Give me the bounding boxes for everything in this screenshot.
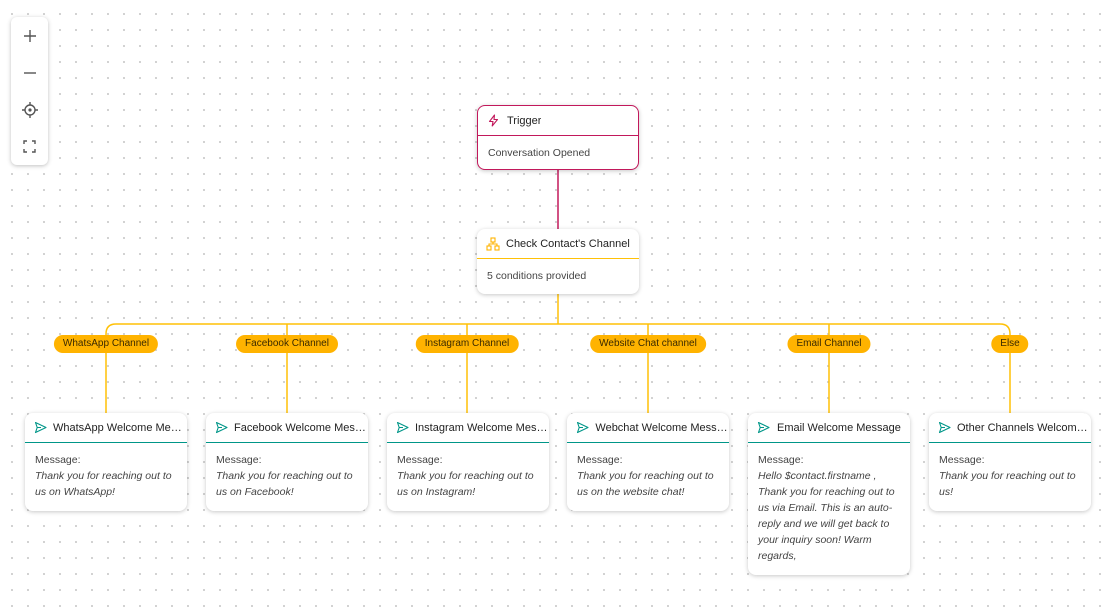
message-text: Thank you for reaching out to us! (939, 470, 1076, 498)
message-text: Thank you for reaching out to us on the … (577, 470, 714, 498)
flow-controls (11, 17, 48, 165)
trigger-body: Conversation Opened (488, 147, 591, 159)
plus-icon (23, 29, 36, 42)
zoom-in-button[interactable] (11, 17, 48, 54)
message-node-body: Message: Thank you for reaching out to u… (567, 443, 729, 509)
message-node-header: Facebook Welcome Message (206, 413, 368, 443)
message-label: Message: (939, 454, 985, 466)
message-node-body: Message: Hello $contact.firstname , Than… (748, 443, 910, 573)
message-node-header: Email Welcome Message (748, 413, 910, 443)
zoom-out-button[interactable] (11, 54, 48, 91)
message-label: Message: (577, 454, 623, 466)
message-text: Hello $contact.firstname , Thank you for… (758, 470, 895, 562)
branch-bus-edge (105, 323, 1011, 413)
trigger-title: Trigger (507, 114, 542, 127)
center-view-button[interactable] (11, 91, 48, 128)
fullscreen-icon (23, 140, 36, 153)
send-icon (396, 421, 409, 435)
email-message-node[interactable]: Email Welcome Message Message: Hello $co… (748, 413, 910, 575)
trigger-node-header: Trigger (478, 106, 638, 136)
message-node-title: Facebook Welcome Message (234, 421, 368, 434)
send-icon (576, 421, 589, 435)
message-label: Message: (397, 454, 443, 466)
other-channels-message-node[interactable]: Other Channels Welcome Message Message: … (929, 413, 1091, 511)
branch-label-facebook[interactable]: Facebook Channel (236, 335, 338, 353)
webchat-message-node[interactable]: Webchat Welcome Message Message: Thank y… (567, 413, 729, 511)
message-node-header: Instagram Welcome Message (387, 413, 549, 443)
message-node-header: Other Channels Welcome Message (929, 413, 1091, 443)
message-text: Thank you for reaching out to us on What… (35, 470, 172, 498)
message-node-title: WhatsApp Welcome Message (53, 421, 187, 434)
message-node-header: Webchat Welcome Message (567, 413, 729, 443)
branch-label-email[interactable]: Email Channel (787, 335, 871, 353)
crosshair-icon (21, 101, 38, 118)
fit-view-button[interactable] (11, 128, 48, 165)
message-node-header: WhatsApp Welcome Message (25, 413, 187, 443)
instagram-message-node[interactable]: Instagram Welcome Message Message: Thank… (387, 413, 549, 511)
message-node-title: Email Welcome Message (777, 421, 901, 434)
message-node-body: Message: Thank you for reaching out to u… (25, 443, 187, 509)
trigger-node[interactable]: Trigger Conversation Opened (477, 105, 639, 170)
facebook-message-node[interactable]: Facebook Welcome Message Message: Thank … (206, 413, 368, 511)
message-node-title: Instagram Welcome Message (415, 421, 549, 434)
message-node-title: Other Channels Welcome Message (957, 421, 1091, 434)
send-icon (34, 421, 47, 435)
condition-title: Check Contact's Channel (506, 237, 630, 250)
branch-icon (486, 236, 500, 251)
minus-icon (23, 71, 36, 74)
branch-label-website-chat[interactable]: Website Chat channel (590, 335, 706, 353)
whatsapp-message-node[interactable]: WhatsApp Welcome Message Message: Thank … (25, 413, 187, 511)
lightning-icon (487, 114, 501, 128)
message-text: Thank you for reaching out to us on Face… (216, 470, 353, 498)
send-icon (938, 421, 951, 435)
condition-body: 5 conditions provided (487, 270, 587, 282)
message-node-title: Webchat Welcome Message (595, 421, 729, 434)
message-node-body: Message: Thank you for reaching out to u… (929, 443, 1091, 509)
branch-label-instagram[interactable]: Instagram Channel (415, 335, 519, 353)
send-icon (757, 421, 771, 435)
message-label: Message: (216, 454, 262, 466)
branch-label-else[interactable]: Else (991, 335, 1029, 353)
message-text: Thank you for reaching out to us on Inst… (397, 470, 534, 498)
message-label: Message: (758, 454, 804, 466)
message-label: Message: (35, 454, 81, 466)
condition-node-header: Check Contact's Channel (477, 229, 639, 259)
branch-label-whatsapp[interactable]: WhatsApp Channel (53, 335, 159, 353)
condition-node[interactable]: Check Contact's Channel 5 conditions pro… (477, 229, 639, 294)
message-node-body: Message: Thank you for reaching out to u… (206, 443, 368, 509)
send-icon (215, 421, 228, 435)
message-node-body: Message: Thank you for reaching out to u… (387, 443, 549, 509)
